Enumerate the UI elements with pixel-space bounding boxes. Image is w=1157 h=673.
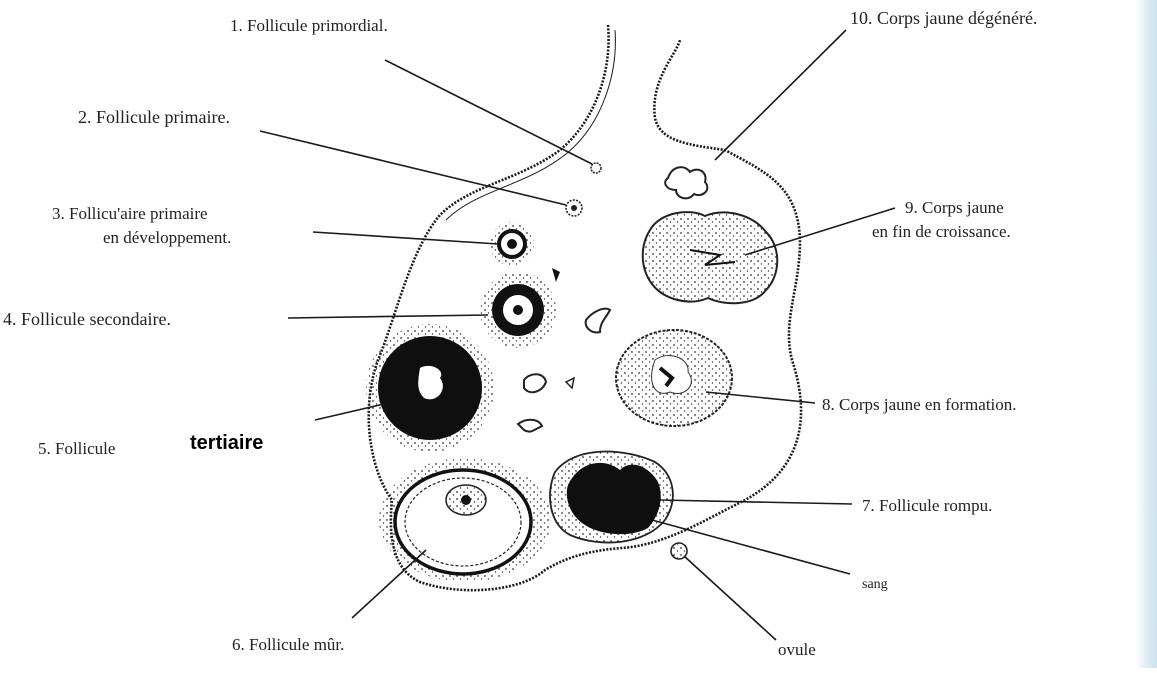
label-sang: sang <box>862 575 888 594</box>
label-mature-corpus-luteum-2: en fin de croissance. <box>872 222 1011 241</box>
label-primordial-follicle: 1. Follicule primordial. <box>230 16 388 35</box>
label-mature-corpus-luteum-1: 9. Corps jaune <box>905 198 1004 217</box>
leader-line-7 <box>660 500 852 504</box>
mature-corpus-luteum <box>643 212 778 303</box>
primordial-follicle <box>591 163 601 173</box>
label-tertiary-follicle-word: tertiaire <box>190 434 263 453</box>
leader-line-3 <box>313 232 498 244</box>
leader-line-ovule <box>684 556 776 640</box>
label-developing-primary-follicle-1: 3. Follicu'aire primaire <box>52 204 208 223</box>
scan-edge-tint <box>1135 0 1157 668</box>
label-secondary-follicle: 4. Follicule secondaire. <box>3 310 171 329</box>
label-primary-follicle: 2. Follicule primaire. <box>78 108 230 127</box>
label-tertiary-follicle-prefix: 5. Follicule <box>38 439 115 458</box>
leader-line-6 <box>352 550 426 618</box>
leader-line-2 <box>260 131 566 205</box>
label-developing-primary-follicle-2: en développement. <box>103 228 231 247</box>
label-degenerate-corpus-luteum: 10. Corps jaune dégénéré. <box>850 9 1037 28</box>
leader-line-10 <box>715 30 846 160</box>
leader-line-4 <box>288 315 488 318</box>
label-mature-follicle: 6. Follicule mûr. <box>232 635 344 654</box>
label-forming-corpus-luteum: 8. Corps jaune en formation. <box>822 395 1017 414</box>
label-ovule: ovule <box>778 640 816 659</box>
leader-line-1 <box>385 60 592 164</box>
degenerate-corpus-luteum <box>665 167 707 198</box>
label-ruptured-follicle: 7. Follicule rompu. <box>862 496 992 515</box>
